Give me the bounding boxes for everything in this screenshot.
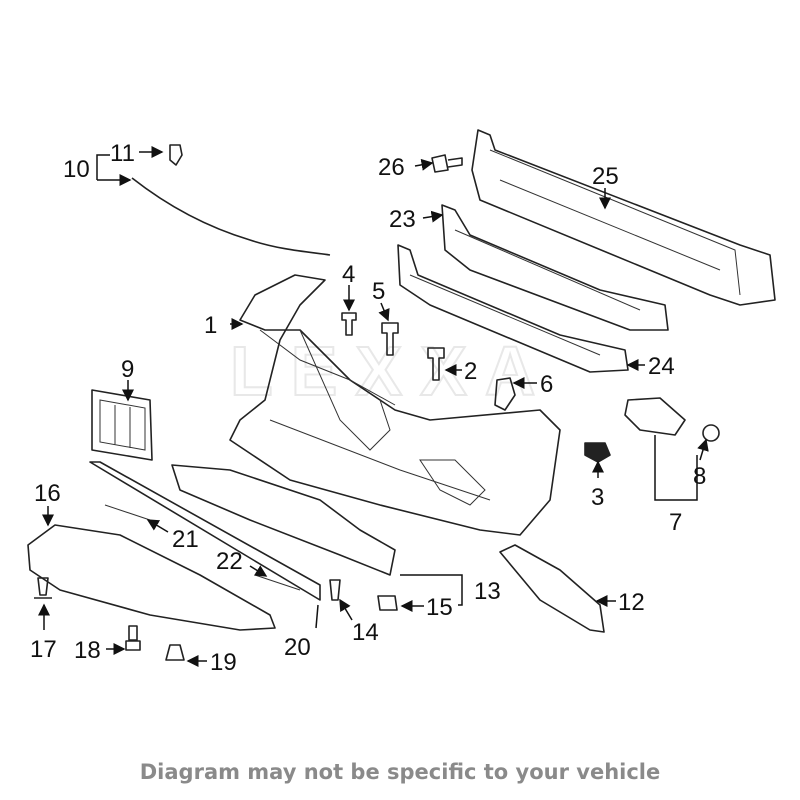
callout-9: 9 [121,356,134,383]
clip-15 [377,595,398,611]
bolt-17 [34,577,52,599]
callout-4: 4 [342,261,355,288]
energy-absorber-upper [441,204,669,331]
grille-12 [499,544,605,633]
callout-7: 7 [669,509,682,536]
callout-2: 2 [464,358,477,385]
callout-14: 14 [352,619,379,646]
molding-strip [131,177,331,256]
callout-3: 3 [591,484,604,511]
clip-8 [702,424,720,442]
bolt-26 [431,154,463,173]
callout-23: 23 [389,206,416,233]
bolt-18 [125,625,141,651]
callout-10: 10 [63,156,90,183]
bolt-14 [329,579,341,601]
callout-22: 22 [216,548,243,575]
callout-17: 17 [30,636,57,663]
bolt-2 [427,347,445,381]
callout-18: 18 [74,637,101,664]
callout-15: 15 [426,594,453,621]
disclaimer-caption: Diagram may not be specific to your vehi… [139,760,661,784]
callout-8: 8 [693,463,706,490]
callout-12: 12 [618,589,645,616]
callout-numbers: 1 2 3 4 5 6 7 8 9 10 11 12 13 14 15 16 1… [30,140,706,676]
callout-11: 11 [110,140,135,167]
license-plate-bracket [91,389,153,461]
callout-5: 5 [372,278,385,305]
callout-19: 19 [210,649,237,676]
clip-19 [165,644,185,661]
clip-11 [169,144,183,166]
retainer-3 [584,442,611,463]
reinforcement-pieces [104,504,301,591]
callout-25: 25 [592,163,619,190]
callout-13: 13 [474,578,501,605]
side-bracket-7 [624,397,686,436]
callout-16: 16 [34,480,61,507]
lower-deflector [171,464,396,576]
bolt-5 [381,322,399,356]
callout-21: 21 [172,526,199,553]
bolt-4 [341,312,357,336]
strip-20 [89,461,321,601]
bumper-reinforcement [471,129,776,306]
bracket-6 [494,377,516,411]
leader-lines [38,146,709,667]
callout-20: 20 [284,634,311,661]
callout-1: 1 [204,312,217,339]
bumper-cover [229,274,561,536]
callout-6: 6 [540,371,553,398]
callout-26: 26 [378,154,405,181]
under-cover [27,524,276,631]
callout-24: 24 [648,353,675,380]
